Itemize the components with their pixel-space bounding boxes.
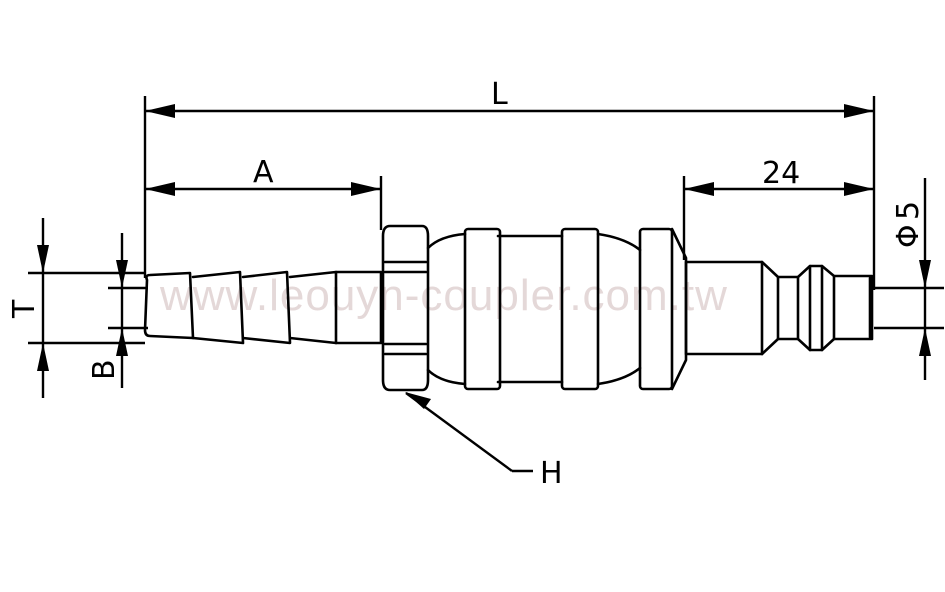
dimension-24-label: 24 <box>762 156 800 191</box>
dimension-a-label: A <box>253 155 274 190</box>
dimension-24: 24 <box>682 156 874 260</box>
dimension-phi-value: 5 <box>891 201 926 220</box>
dimension-l: L <box>143 77 876 290</box>
dimension-b: B <box>87 233 148 388</box>
dimension-phi5: Φ 5 <box>874 178 944 380</box>
dimension-l-label: L <box>491 77 508 112</box>
dimension-phi-symbol: Φ <box>891 224 926 248</box>
dimension-t-label: T <box>7 299 42 319</box>
leader-h: H <box>405 392 563 491</box>
dimension-a: A <box>145 155 383 230</box>
watermark-text: www.leouyn-coupler.com.tw <box>159 271 728 320</box>
dimension-t: T <box>7 218 145 398</box>
dimension-h-label: H <box>540 456 563 491</box>
dimension-b-label: B <box>87 359 122 380</box>
plug-nipple <box>684 260 874 356</box>
hex-nut <box>381 224 430 392</box>
hose-barb <box>143 270 383 345</box>
